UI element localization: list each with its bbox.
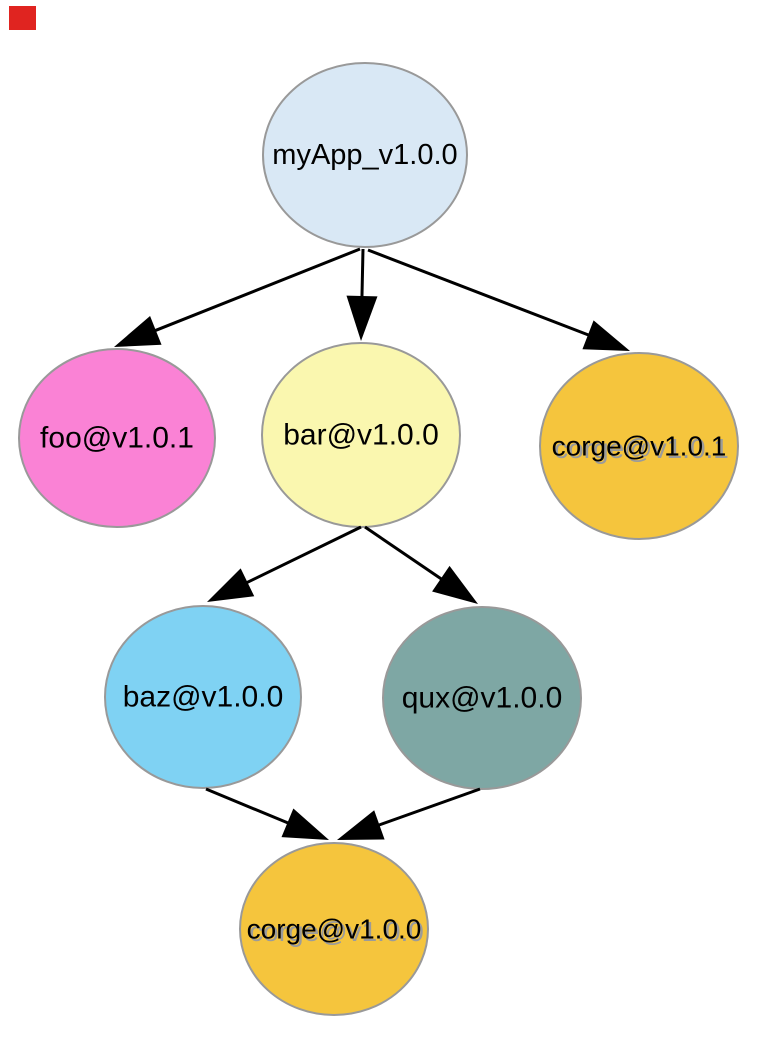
edges-layer (114, 247, 630, 840)
node-label-baz: baz@v1.0.0 (123, 681, 284, 714)
edge-bar-qux (364, 525, 445, 583)
node-baz (104, 605, 302, 789)
arrowhead-myApp-foo (114, 315, 162, 347)
node-qux (382, 606, 582, 790)
node-label-foo: foo@v1.0.1 (40, 422, 194, 455)
edge-baz-corge_v100 (205, 787, 292, 826)
node-label-corge_v100: corge@v1.0.0 (247, 914, 422, 945)
arrowhead-baz-corge_v100 (281, 808, 329, 840)
node-label-shadow-corge_v101: corge@v1.0.1 (554, 433, 729, 464)
node-label-qux: qux@v1.0.0 (402, 682, 563, 715)
edge-myApp-bar (360, 248, 365, 301)
node-label-bar: bar@v1.0.0 (283, 419, 439, 452)
node-corge_v101 (539, 352, 739, 540)
edge-myApp-corge_v101 (367, 248, 593, 338)
nodes-layer (18, 62, 739, 1016)
node-label-myApp: myApp_v1.0.0 (272, 139, 457, 171)
node-foo (18, 348, 216, 528)
node-label-shadow-corge_v100: corge@v1.0.0 (249, 916, 424, 947)
edge-qux-corge_v100 (375, 787, 481, 828)
arrowhead-myApp-bar (346, 295, 378, 341)
red-marker (9, 6, 36, 30)
arrowhead-qux-corge_v100 (337, 810, 385, 840)
node-myApp (262, 62, 468, 248)
node-corge_v100 (239, 842, 429, 1016)
arrowhead-bar-baz (207, 568, 255, 602)
edge-myApp-foo (151, 247, 361, 334)
labels-layer: myApp_v1.0.0 foo@v1.0.1 bar@v1.0.0 corge@v1… (40, 139, 729, 947)
node-label-corge_v101: corge@v1.0.1 (552, 431, 727, 462)
arrowhead-myApp-corge_v101 (582, 320, 630, 351)
arrowhead-bar-qux (432, 565, 478, 604)
edge-bar-baz (243, 525, 362, 586)
